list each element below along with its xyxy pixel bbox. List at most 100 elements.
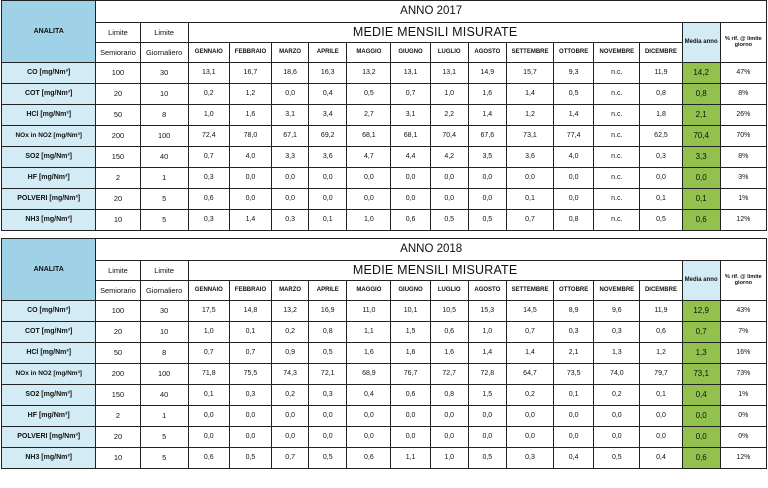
monthly-value: 67,1	[271, 125, 310, 147]
monthly-value: 13,2	[346, 62, 392, 84]
monthly-value: 2,1	[553, 342, 595, 364]
monthly-value: 0,0	[429, 405, 469, 427]
limit-giornaliero: 1	[139, 167, 189, 189]
monthly-value: 1,1	[390, 447, 431, 469]
monthly-value: 0,0	[505, 426, 555, 448]
month-header: FEBBRAIO	[228, 42, 273, 63]
media-anno-value: 0,8	[681, 83, 721, 105]
monthly-value: 11,9	[639, 300, 683, 322]
month-header: APRILE	[308, 280, 348, 301]
monthly-value: 0,5	[639, 209, 683, 231]
month-header: AGOSTO	[467, 280, 507, 301]
monthly-value: 0,2	[593, 384, 641, 406]
limite-semiorario-label: Limite	[95, 260, 141, 281]
monthly-value: 13,1	[429, 62, 469, 84]
analita-header: ANALITA	[0, 238, 97, 301]
month-header: FEBBRAIO	[228, 280, 273, 301]
monthly-value: 15,3	[467, 300, 507, 322]
month-header: DICEMBRE	[639, 42, 683, 63]
monthly-value: 0,1	[639, 384, 683, 406]
month-header: MARZO	[271, 42, 310, 63]
monthly-value: 0,0	[429, 167, 469, 189]
monthly-value: 0,0	[553, 188, 595, 210]
monthly-value: 0,0	[390, 405, 431, 427]
monthly-value: 0,5	[429, 209, 469, 231]
media-anno-value: 0,0	[681, 426, 721, 448]
semiorario-label: Semiorario	[95, 280, 141, 301]
media-anno-value: 0,1	[681, 188, 721, 210]
monthly-value: 0,8	[553, 209, 595, 231]
monthly-value: n.c.	[593, 83, 641, 105]
monthly-value: 67,6	[467, 125, 507, 147]
limit-giornaliero: 100	[139, 363, 189, 385]
analita-header: ANALITA	[0, 0, 97, 63]
monthly-value: 0,5	[467, 209, 507, 231]
analyte-label: NOx in NO2 [mg/Nm³]	[0, 125, 97, 147]
monthly-value: 8,9	[553, 300, 595, 322]
limit-giornaliero: 30	[139, 62, 189, 84]
media-anno-value: 1,3	[681, 342, 721, 364]
media-anno-header: Media anno	[681, 260, 721, 301]
monthly-value: 0,6	[639, 321, 683, 343]
monthly-value: 1,0	[187, 104, 230, 126]
monthly-value: 1,5	[467, 384, 507, 406]
monthly-value: 4,7	[346, 146, 392, 168]
analyte-label: CO [mg/Nm³]	[0, 300, 97, 322]
analyte-label: HF [mg/Nm³]	[0, 167, 97, 189]
monthly-value: 0,3	[593, 321, 641, 343]
month-header: GENNAIO	[187, 42, 230, 63]
monthly-value: 0,0	[346, 188, 392, 210]
monthly-value: 0,0	[467, 188, 507, 210]
analyte-label: COT [mg/Nm³]	[0, 321, 97, 343]
month-header: SETTEMBRE	[505, 42, 555, 63]
monthly-value: 17,5	[187, 300, 230, 322]
monthly-value: 0,8	[639, 83, 683, 105]
limit-giornaliero: 40	[139, 384, 189, 406]
analyte-label: SO2 [mg/Nm³]	[0, 384, 97, 406]
monthly-value: 0,6	[390, 209, 431, 231]
limit-semiorario: 100	[95, 300, 141, 322]
monthly-value: 0,3	[505, 447, 555, 469]
media-anno-header: Media anno	[681, 22, 721, 63]
monthly-value: 0,4	[346, 384, 392, 406]
month-header: SETTEMBRE	[505, 280, 555, 301]
monthly-value: 0,0	[429, 426, 469, 448]
monthly-value: 0,5	[346, 83, 392, 105]
pct-rif-value: 0%	[719, 426, 768, 448]
limit-semiorario: 50	[95, 342, 141, 364]
monthly-value: 1,0	[187, 321, 230, 343]
monthly-value: 0,4	[308, 83, 348, 105]
pct-rif-value: 12%	[719, 447, 768, 469]
analyte-label: POLVERI [mg/Nm³]	[0, 188, 97, 210]
limit-giornaliero: 5	[139, 188, 189, 210]
limit-semiorario: 200	[95, 363, 141, 385]
monthly-value: 1,0	[429, 83, 469, 105]
limit-giornaliero: 10	[139, 321, 189, 343]
pct-rif-value: 7%	[719, 321, 768, 343]
monthly-value: 2,7	[346, 104, 392, 126]
monthly-value: 0,1	[228, 321, 273, 343]
monthly-value: 0,0	[271, 188, 310, 210]
monthly-value: 0,1	[639, 188, 683, 210]
media-anno-value: 73,1	[681, 363, 721, 385]
monthly-value: 3,3	[271, 146, 310, 168]
limit-giornaliero: 5	[139, 447, 189, 469]
monthly-value: 0,0	[505, 167, 555, 189]
month-header: MAGGIO	[346, 42, 392, 63]
monthly-value: 1,2	[228, 83, 273, 105]
pct-rif-value: 12%	[719, 209, 768, 231]
limite-giornaliero-label: Limite	[139, 260, 189, 281]
monthly-value: 1,4	[505, 342, 555, 364]
limit-semiorario: 20	[95, 188, 141, 210]
month-header: GIUGNO	[390, 42, 431, 63]
monthly-value: 14,8	[228, 300, 273, 322]
pct-rif-value: 1%	[719, 384, 768, 406]
monthly-value: 0,0	[505, 405, 555, 427]
